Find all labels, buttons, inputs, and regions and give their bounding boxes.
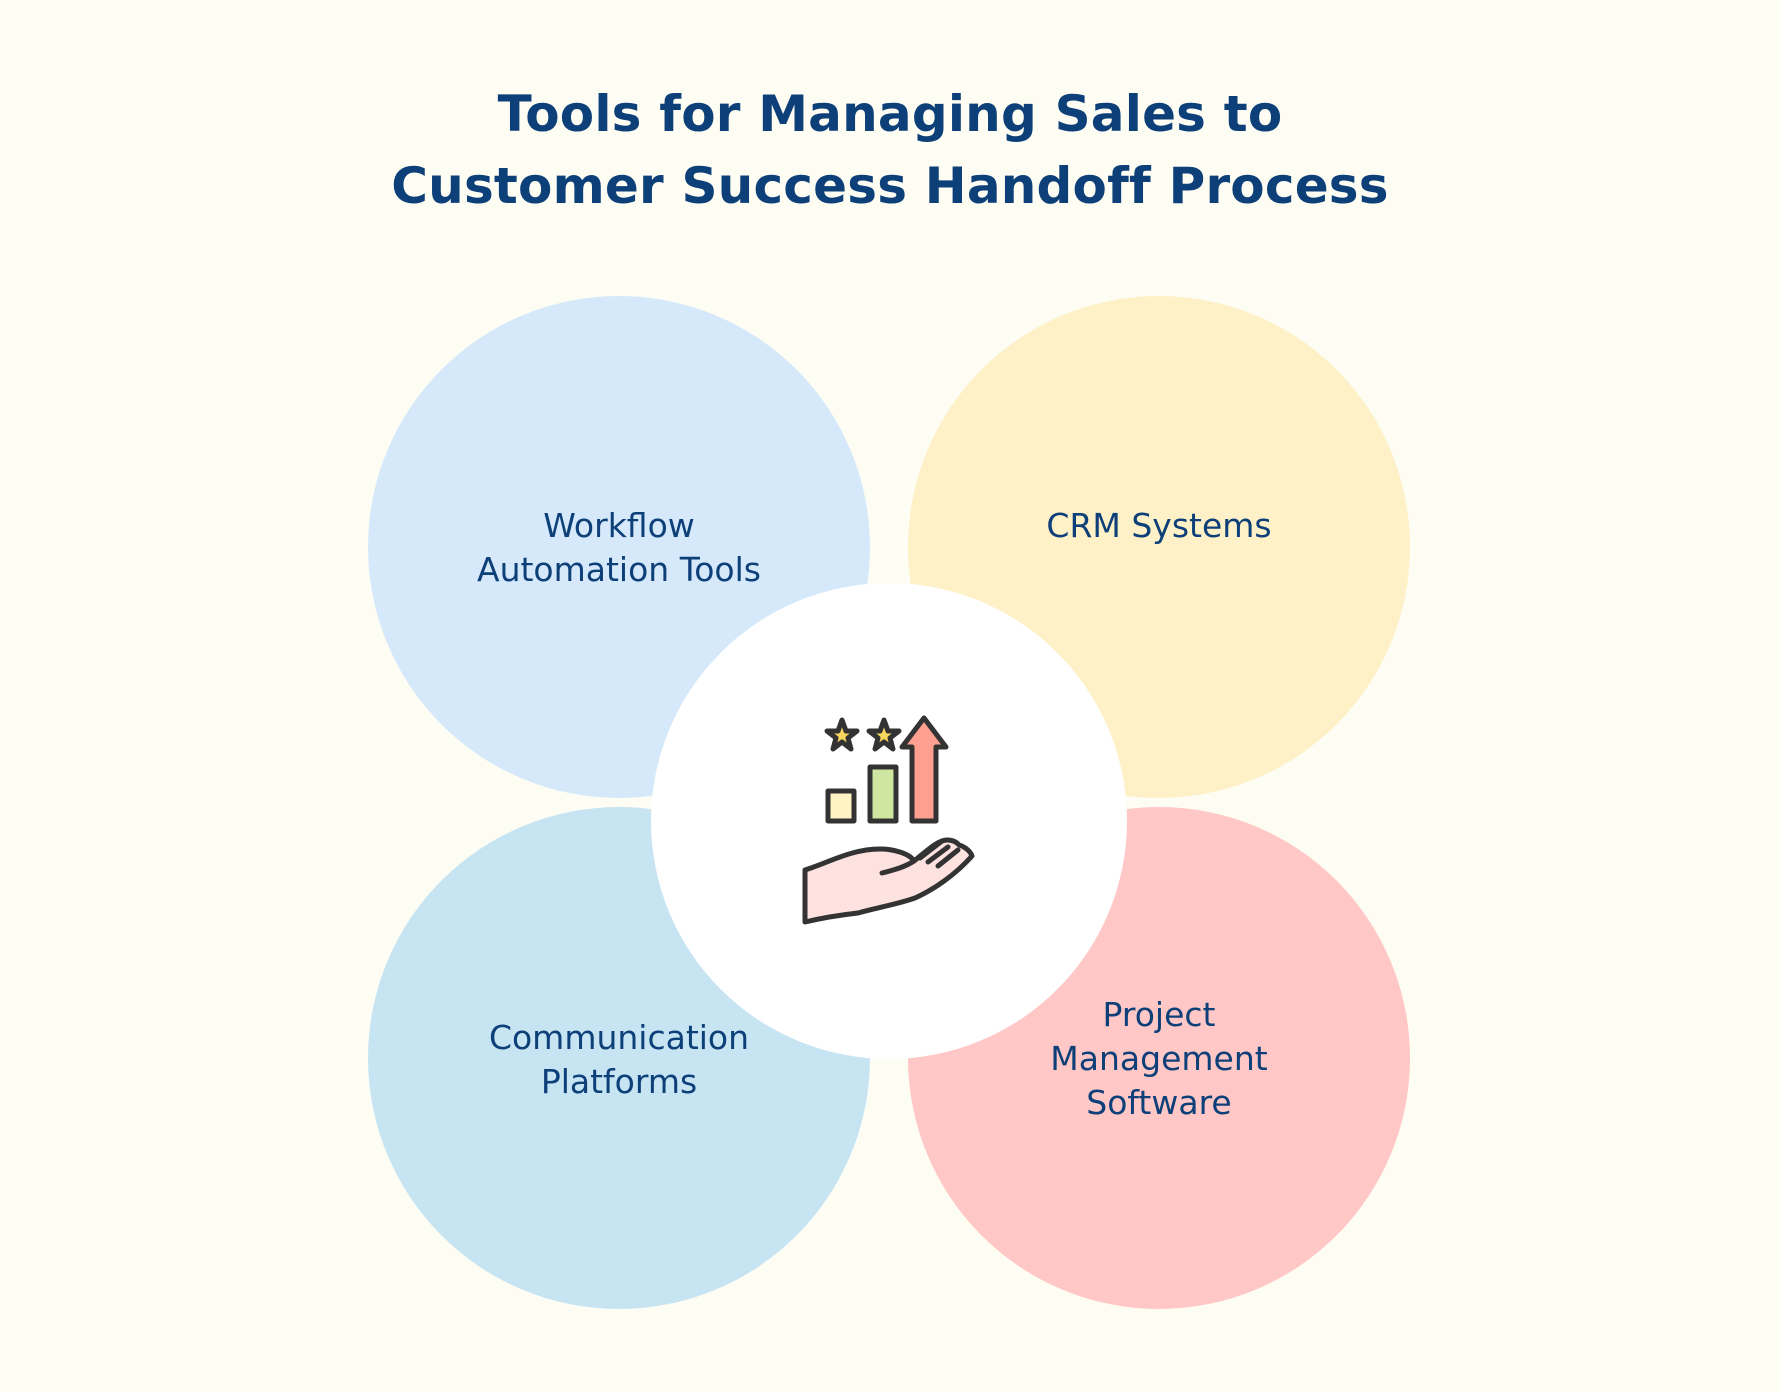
arrow-up-icon [899, 715, 949, 824]
title-line-2: Customer Success Handoff Process [391, 157, 1389, 215]
bar-small-icon [825, 788, 857, 824]
hand-icon [802, 837, 975, 925]
bar-medium-icon [867, 764, 899, 824]
label-line: Management [1050, 1039, 1268, 1078]
label-crm-systems: CRM Systems [999, 504, 1319, 548]
title-line-1: Tools for Managing Sales to [497, 85, 1283, 143]
label-workflow-automation: Workflow Automation Tools [459, 504, 779, 592]
label-communication-platforms: Communication Platforms [459, 1016, 779, 1104]
label-line: CRM Systems [1046, 506, 1272, 545]
label-project-management: Project Management Software [999, 993, 1319, 1125]
label-line: Communication [488, 1018, 750, 1057]
label-line: Software [1086, 1083, 1232, 1122]
hand-growth-chart-icon [802, 715, 975, 925]
star-icon [824, 717, 860, 752]
diagram-title: Tools for Managing Sales to Customer Suc… [0, 78, 1780, 222]
label-line: Automation Tools [477, 550, 761, 589]
label-line: Platforms [540, 1062, 698, 1101]
star-icon [866, 717, 902, 752]
label-line: Project [1102, 995, 1216, 1034]
label-line: Workflow [543, 506, 695, 545]
